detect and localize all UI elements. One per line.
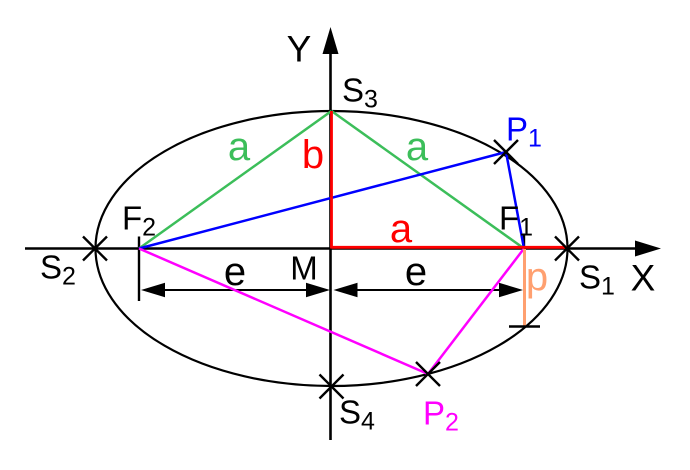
label-m: M — [290, 252, 318, 285]
s1-cross-icon — [554, 235, 580, 262]
x-axis-arrow-icon — [635, 240, 661, 257]
s2-cross-icon — [82, 235, 108, 262]
label-s3: S3 — [342, 71, 378, 112]
label-a-red: a — [389, 207, 413, 251]
label-p1: P1 — [506, 110, 542, 151]
y-axis-label: Y — [286, 28, 312, 70]
label-f2: F2 — [121, 199, 156, 240]
label-p2: P2 — [423, 394, 459, 435]
ray-p2-f1 — [427, 247, 525, 375]
label-f1-base: F — [498, 199, 520, 237]
label-m-base: M — [290, 249, 318, 287]
ray-f2-p2 — [138, 247, 429, 376]
p2-cross-icon — [415, 361, 441, 387]
label-p2-base: P — [423, 394, 446, 432]
label-e-right: e — [404, 250, 428, 294]
label-s3-sub: 3 — [364, 85, 378, 113]
e-left-arrowhead-right-icon — [306, 282, 330, 298]
point-markers — [82, 139, 580, 400]
label-p: p — [525, 255, 549, 299]
label-s2-base: S — [40, 248, 63, 286]
e-right-arrowhead-right-icon — [499, 282, 523, 298]
label-s1-sub: 1 — [601, 272, 615, 300]
label-b: b — [301, 133, 325, 177]
label-s4-base: S — [339, 393, 362, 431]
label-p1-base: P — [506, 110, 529, 148]
label-a-green-left: a — [227, 125, 251, 169]
label-f2-sub: 2 — [142, 213, 157, 241]
label-s2-sub: 2 — [62, 262, 76, 290]
label-f1-sub: 1 — [519, 213, 534, 241]
label-e-left: e — [223, 250, 247, 294]
y-axis-arrow-icon — [322, 27, 339, 54]
label-s3-base: S — [342, 71, 365, 109]
label-p2-sub: 2 — [445, 408, 459, 436]
e-right-arrowhead-left-icon — [333, 282, 358, 298]
label-f2-base: F — [121, 199, 143, 237]
x-axis-label: X — [630, 257, 656, 299]
label-s1-base: S — [579, 258, 602, 296]
label-s4: S4 — [339, 393, 375, 434]
p1-cross-icon — [493, 139, 519, 165]
label-s1: S1 — [579, 258, 615, 299]
label-p1-sub: 1 — [528, 124, 542, 152]
ray-f2-p1 — [138, 150, 507, 250]
label-a-green-right: a — [405, 125, 429, 169]
e-left-arrowhead-left-icon — [141, 282, 165, 298]
label-s4-sub: 4 — [361, 407, 375, 435]
label-f1: F1 — [498, 199, 533, 240]
label-s2: S2 — [40, 248, 76, 289]
s4-cross-icon — [318, 373, 345, 400]
focal-radius-s3-f1 — [330, 109, 525, 250]
ray-p1-f1 — [504, 151, 526, 249]
focal-radius-f2-s3 — [138, 109, 333, 250]
